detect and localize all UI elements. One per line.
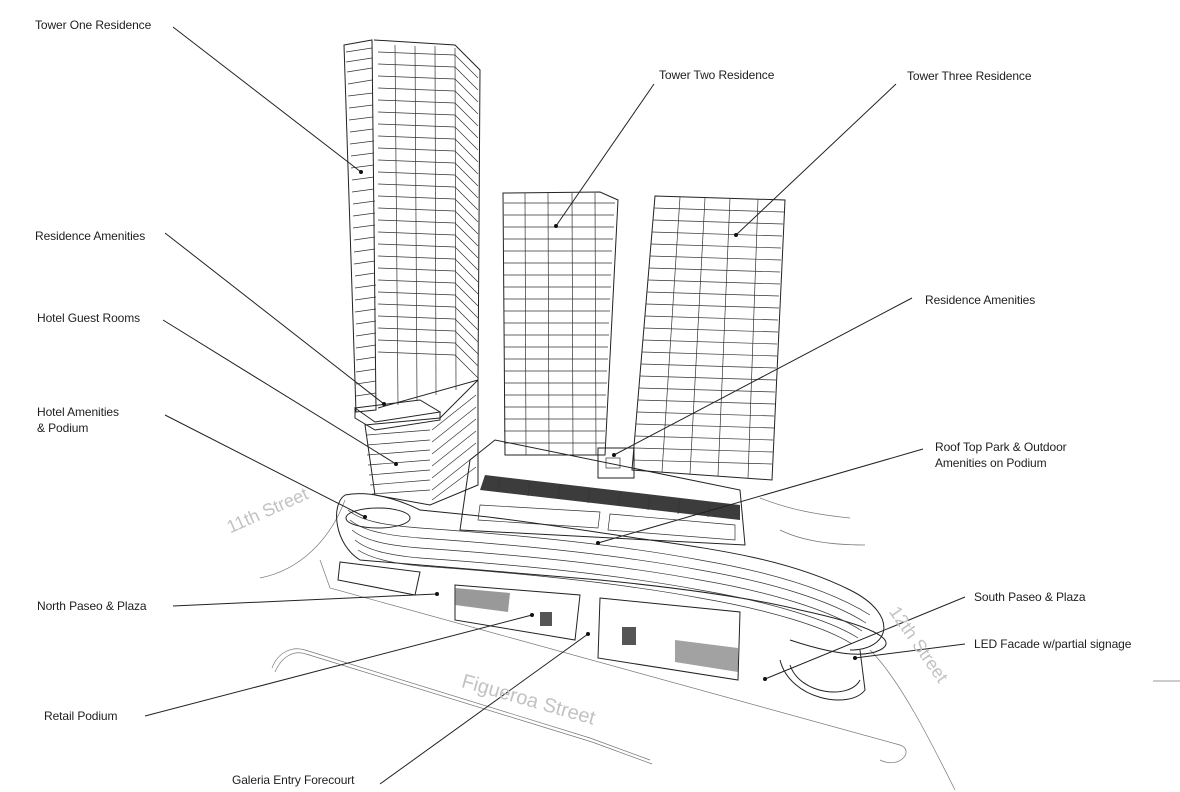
tower-two-drawing <box>502 191 619 456</box>
site-outline <box>259 497 1180 791</box>
label-south-paseo-plaza: South Paseo & Plaza <box>974 590 1086 604</box>
label-roof-top-park: Roof Top Park & Outdoor Amenities on Pod… <box>935 440 1067 470</box>
label-residence-amenities-east: Residence Amenities <box>925 293 1036 307</box>
tower-one-drawing <box>343 39 481 506</box>
label-led-facade: LED Facade w/partial signage <box>974 637 1132 651</box>
tower-three-drawing <box>597 195 786 481</box>
callout-leaders <box>144 26 966 785</box>
label-hotel-guest-rooms: Hotel Guest Rooms <box>37 311 141 325</box>
label-galeria-entry-forecourt: Galeria Entry Forecourt <box>232 773 355 787</box>
label-retail-podium: Retail Podium <box>44 709 118 723</box>
podium-drawing <box>336 439 887 701</box>
label-north-paseo-plaza: North Paseo & Plaza <box>37 599 147 613</box>
label-tower-one-residence: Tower One Residence <box>35 18 152 32</box>
label-residence-amenities-west: Residence Amenities <box>35 229 146 243</box>
label-tower-two-residence: Tower Two Residence <box>659 68 775 82</box>
label-hotel-amenities-podium: Hotel Amenities & Podium <box>37 405 119 435</box>
label-tower-three-residence: Tower Three Residence <box>907 69 1032 83</box>
